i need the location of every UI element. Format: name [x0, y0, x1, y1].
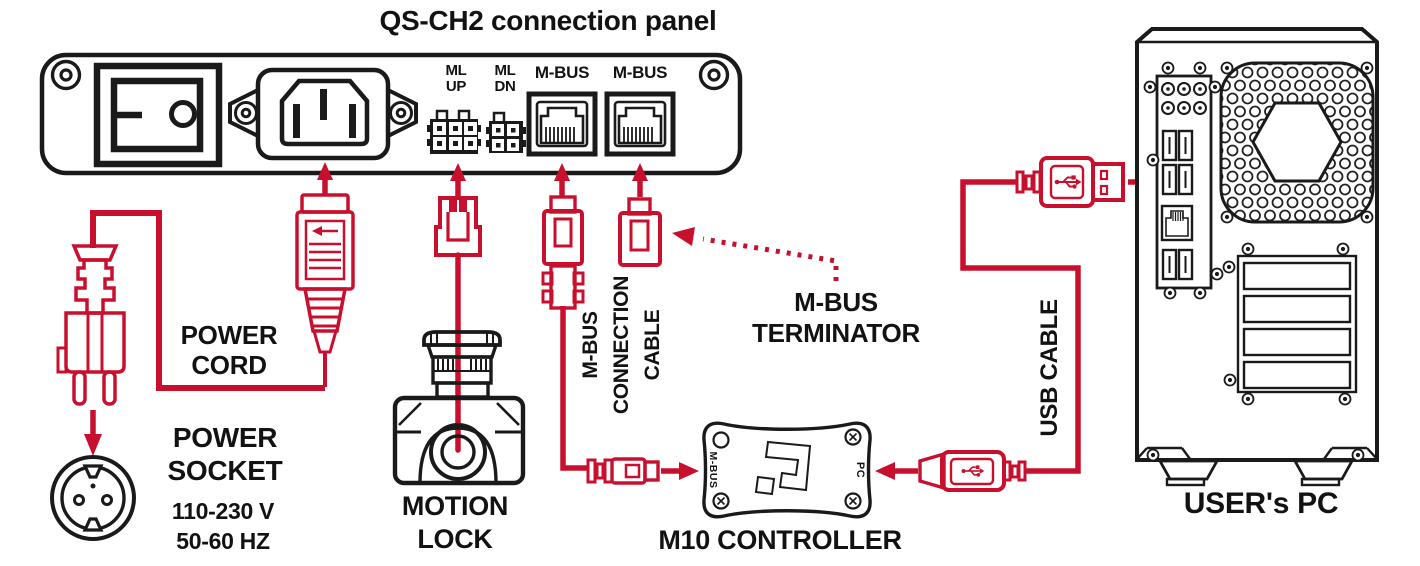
m10-corner-screw-icon: [844, 428, 862, 446]
port-label-ml-up: ML UP: [445, 62, 467, 95]
port-label-m-bus-left: M-BUS: [534, 63, 590, 82]
m10-port-label-pc: PC: [854, 461, 866, 479]
motion-lock-plug-icon: [434, 196, 482, 453]
fan-grille-icon: [1219, 61, 1375, 224]
expansion-slot: [1242, 327, 1352, 357]
power-socket-label: POWER SOCKET: [167, 422, 283, 486]
m-bus-terminator-label: M-BUS TERMINATOR: [752, 287, 920, 348]
mini-usb-plug-icon: [918, 450, 1027, 492]
schuko-socket-icon: [50, 455, 136, 541]
usb-port-icon: [1161, 129, 1194, 196]
expansion-slot: [1242, 294, 1352, 324]
ml-up-connector: [427, 109, 481, 154]
m-bus-cable-end-plug-icon: [586, 457, 660, 485]
m10-controller-label: M10 CONTROLLER: [658, 525, 902, 555]
panel-screw-icon: [50, 59, 82, 91]
frequency-text: 50-60 HZ: [176, 528, 270, 554]
down-arrow-power-socket: [84, 410, 102, 456]
usb-cable-line: [960, 179, 1081, 474]
m-bus-cable-line: [560, 306, 588, 471]
usb-a-plug-icon: [1015, 156, 1125, 208]
up-arrow-power-inlet: [317, 162, 333, 195]
expansion-slot: [1242, 360, 1352, 390]
motion-lock-label: MOTION LOCK: [401, 491, 509, 554]
power-inlet-icon: [228, 67, 418, 161]
m10-port-label-m-bus: M-BUS: [707, 451, 719, 489]
ethernet-port-icon: [1160, 204, 1194, 242]
m-bus-port-left: [526, 91, 598, 157]
m10-corner-hole: [712, 431, 730, 449]
m-bus-connection-cable-label: M-BUS CONNECTION CABLE: [579, 275, 664, 415]
expansion-slots: [1236, 254, 1358, 394]
m10-corner-screw-icon: [844, 492, 862, 510]
m10-body: [702, 421, 872, 519]
motion-lock-icon: [392, 330, 526, 486]
right-arrow-into-m10: [661, 462, 699, 480]
m-bus-cable-plug-icon: [541, 195, 585, 310]
power-cable-line: [90, 210, 325, 391]
panel-screw-icon: [698, 59, 730, 91]
terminator-pointer-arrow: [672, 227, 839, 281]
power-cord-label: POWER CORD: [180, 320, 278, 380]
page-title: QS-CH2 connection panel: [379, 5, 717, 36]
port-label-m-bus-right: M-BUS: [612, 63, 668, 82]
m10-logo-icon: [754, 440, 812, 496]
ml-dn-connector: [486, 111, 526, 153]
power-socket-specs: 110-230 V 50-60 HZ: [143, 496, 303, 556]
qs-ch2-panel: [39, 52, 743, 176]
schuko-plug-icon: [56, 244, 126, 406]
power-switch-icon: [93, 62, 223, 168]
port-label-ml-dn: ML DN: [494, 62, 516, 95]
pc-io-panel: [1155, 74, 1213, 290]
m10-controller-icon: [702, 421, 872, 519]
pc-feet: [1136, 446, 1378, 487]
expansion-slot: [1242, 261, 1352, 291]
usb-port-icon: [1161, 248, 1194, 281]
users-pc-label: USER's PC: [1183, 487, 1339, 520]
audio-jack-icon: [1161, 82, 1207, 115]
red-wiring: [56, 156, 1164, 492]
m10-corner-screw-icon: [712, 492, 730, 510]
up-arrow-m-bus-right: [632, 163, 648, 197]
usb-cable-label: USB CABLE: [1036, 299, 1063, 437]
voltage-text: 110-230 V: [171, 498, 275, 524]
m-bus-terminator-icon: [618, 197, 662, 267]
power-cord-connector-icon: [295, 193, 355, 387]
fan-hub-hexagon: [1251, 101, 1343, 183]
up-arrow-ml-up: [450, 163, 466, 197]
usb-trident-icon: [1053, 174, 1083, 190]
left-arrow-into-m10: [875, 462, 918, 480]
m-bus-port-right: [604, 91, 676, 157]
usb-trident-icon: [960, 464, 986, 478]
pc-tower-icon: [1135, 27, 1379, 487]
up-arrow-m-bus-left: [554, 163, 570, 197]
